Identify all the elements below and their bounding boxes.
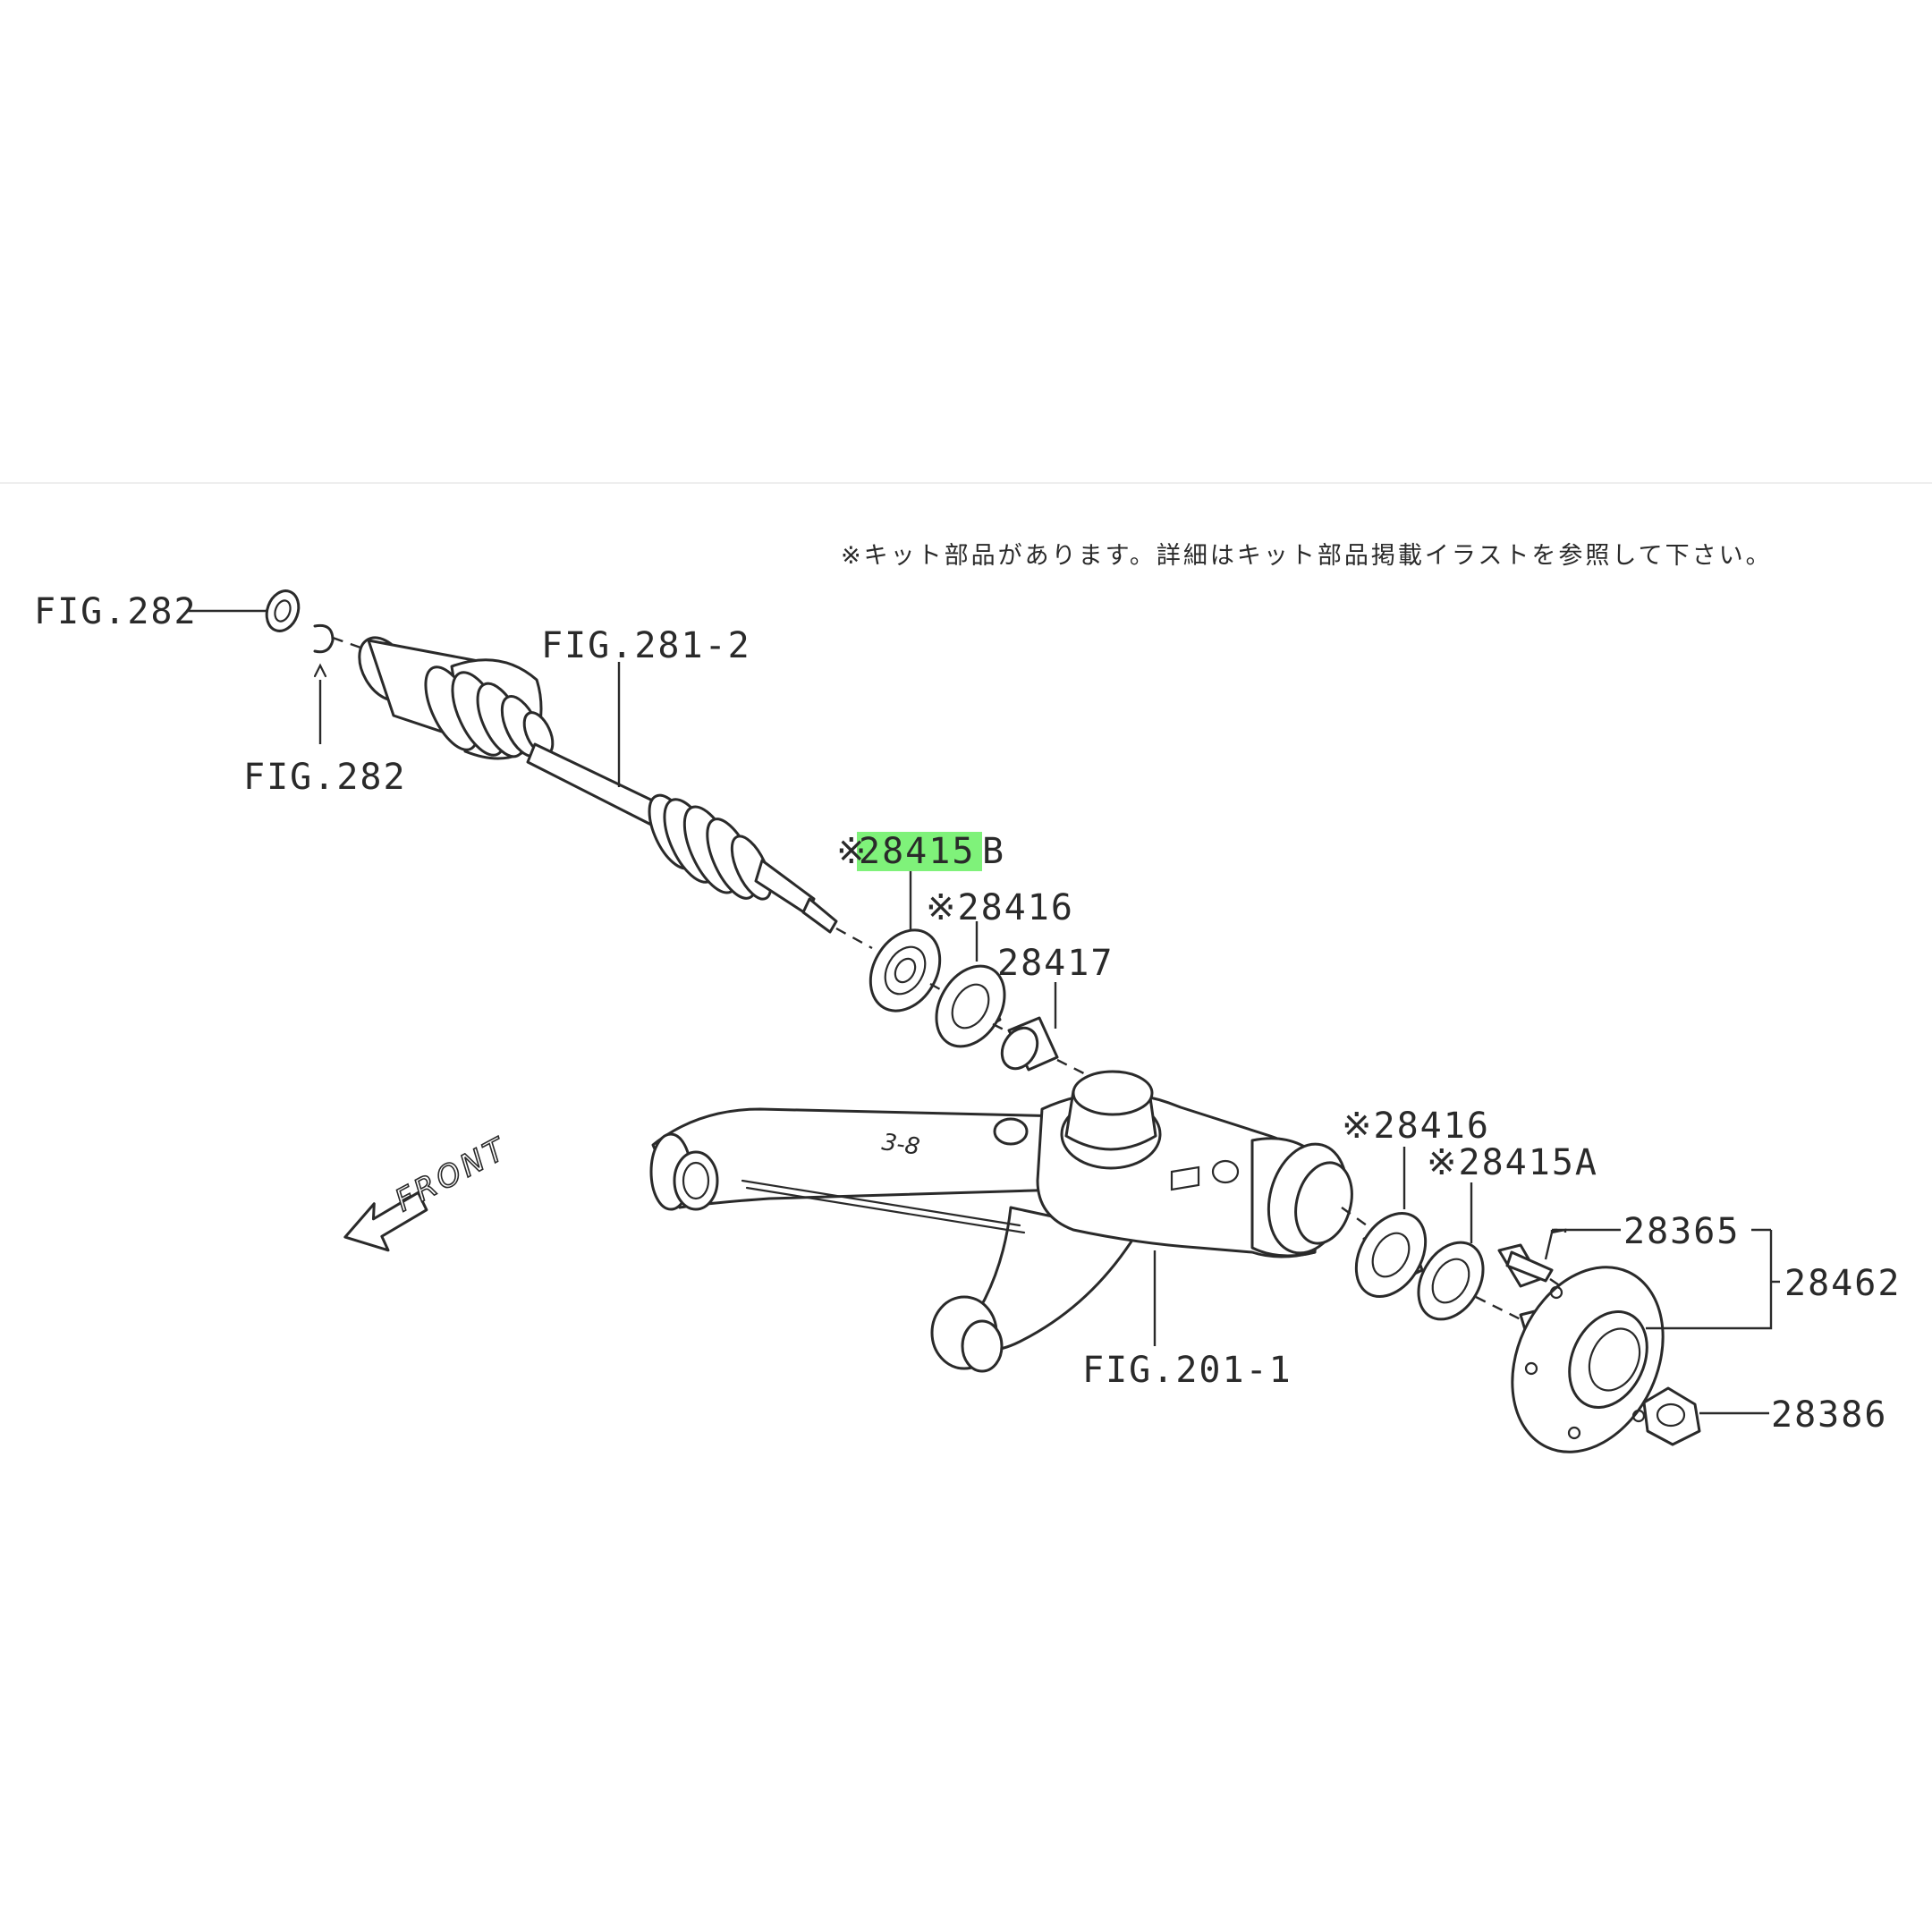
label-28415a: ※28415A [1427,1142,1598,1183]
hub-28462 [1511,1266,1665,1453]
label-fig201-1: FIG.201-1 [1082,1350,1292,1391]
snap-ring-fig282 [313,623,335,654]
hub-bolt-28365 [1497,1243,1571,1293]
label-fig282-top: FIG.282 [34,591,198,632]
leader-lines [188,609,1780,1415]
label-28462: 28462 [1784,1263,1901,1304]
kit-note: ※キット部品があります。詳細はキット部品掲載イラストを参照して下さい。 [841,542,1773,570]
svg-text:3-8: 3-8 [880,1129,921,1161]
drive-shaft [332,636,873,950]
label-28415b-mark: ※ [836,831,869,872]
bearing-28416-upper [935,964,1006,1048]
spacer-28417 [1000,1016,1059,1072]
highlight-28415 [857,832,982,871]
rear-housing: 3-8 [649,1070,1353,1373]
label-28365: 28365 [1623,1211,1740,1252]
label-fig281-2: FIG.281-2 [541,625,751,666]
oil-seal-28415a [1417,1241,1485,1321]
svg-text:FRONT: FRONT [389,1131,513,1219]
label-28417: 28417 [997,943,1114,984]
label-28415b-num: 28415 [859,831,975,872]
bearing-28416-lower [1354,1211,1428,1299]
label-28416-upper: ※28416 [926,887,1074,928]
label-28416-lower: ※28416 [1342,1106,1490,1147]
front-arrow: FRONT [343,1130,514,1252]
label-fig282-bottom: FIG.282 [243,757,407,798]
hub-nut-28386 [1642,1386,1701,1446]
label-28415b-suffix: B [982,831,1005,872]
label-28386: 28386 [1771,1394,1887,1436]
washer-fig282 [265,589,301,632]
